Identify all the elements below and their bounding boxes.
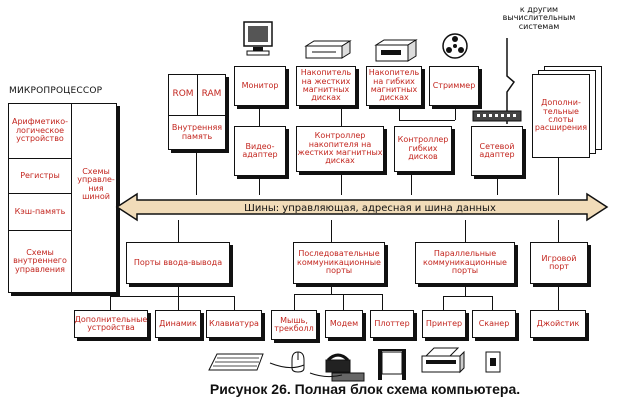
line bbox=[443, 296, 492, 297]
monitor-icon bbox=[243, 21, 273, 56]
fdd-box: Накопитель на гибких магнитных дисках bbox=[366, 66, 422, 106]
hdd-box: Накопитель на жестких магнитных дисках bbox=[296, 66, 356, 106]
mouse-box: Мышь, трекболл bbox=[271, 310, 317, 340]
network-adapter-box: Сетевой адаптер bbox=[471, 126, 523, 176]
bus-label: Шины: управляющая, адресная и шина данны… bbox=[244, 203, 496, 214]
io-ports-box: Порты ввода-вывода bbox=[126, 242, 230, 284]
joystick-icon bbox=[485, 351, 501, 373]
line bbox=[331, 284, 332, 294]
fdd-controller-box: Контроллер гибких дисков bbox=[394, 126, 452, 172]
line bbox=[558, 284, 559, 310]
speaker-box: Динамик bbox=[155, 310, 201, 338]
printer-box: Принтер bbox=[422, 310, 466, 338]
streamer-reel-icon bbox=[442, 33, 468, 59]
joystick-box: Джойстик bbox=[530, 310, 586, 338]
line bbox=[178, 296, 179, 310]
monitor-box: Монитор bbox=[234, 66, 286, 106]
line bbox=[465, 284, 466, 296]
scanner-box: Сканер bbox=[472, 310, 516, 338]
network-hub-icon bbox=[472, 110, 522, 122]
line bbox=[341, 106, 342, 126]
line bbox=[558, 150, 559, 195]
phone-icon bbox=[325, 353, 365, 382]
line bbox=[110, 296, 234, 297]
ram-box: RAM bbox=[197, 74, 226, 116]
line bbox=[343, 294, 344, 310]
line bbox=[399, 120, 455, 121]
internal-control-box: Схемы внутреннего управления bbox=[8, 230, 72, 293]
serial-ports-box: Последовательные коммуникационные порты bbox=[293, 242, 385, 284]
line bbox=[294, 294, 295, 310]
streamer-box: Стриммер bbox=[429, 66, 479, 106]
extra-devices-box: Дополнительные устройства bbox=[74, 310, 148, 338]
plotter-icon bbox=[378, 349, 406, 380]
modem-box: Модем bbox=[325, 310, 363, 338]
line bbox=[465, 220, 466, 242]
keyboard-box: Клавиатура bbox=[206, 310, 262, 338]
cache-box: Кэш-память bbox=[8, 193, 72, 231]
bus-control-label: Схемы управле-ния шиной bbox=[77, 167, 115, 202]
extra-slots-box: Дополни-тельные слоты расширения bbox=[532, 74, 590, 158]
line bbox=[411, 172, 412, 195]
line bbox=[178, 284, 179, 298]
line bbox=[497, 176, 498, 195]
alu-box: Арифметико-логическое устройство bbox=[8, 103, 72, 159]
line bbox=[294, 294, 382, 295]
cables-icon bbox=[269, 362, 343, 378]
registers-box: Регистры bbox=[8, 158, 72, 194]
printer-icon bbox=[421, 347, 465, 374]
remote-systems-label: к другим вычислительным системам bbox=[502, 5, 576, 31]
line bbox=[331, 220, 332, 242]
line bbox=[259, 176, 260, 195]
line bbox=[455, 106, 456, 120]
line bbox=[443, 296, 444, 310]
line bbox=[558, 220, 559, 242]
line bbox=[399, 106, 400, 120]
line bbox=[178, 220, 179, 242]
fdd-icon bbox=[374, 39, 418, 62]
line bbox=[382, 294, 383, 310]
line bbox=[196, 150, 197, 195]
hdd-icon bbox=[304, 40, 352, 59]
game-port-box: Игровой порт bbox=[530, 242, 588, 284]
line bbox=[341, 172, 342, 195]
line bbox=[234, 296, 235, 310]
figure-caption: Рисунок 26. Полная блок схема компьютера… bbox=[209, 381, 521, 397]
antenna-icon bbox=[506, 38, 516, 124]
internal-memory-box: Внутренняя память bbox=[168, 115, 226, 150]
rom-box: ROM bbox=[168, 74, 198, 116]
plotter-box: Плоттер bbox=[370, 310, 414, 338]
system-bus-arrow bbox=[115, 192, 609, 222]
line bbox=[259, 106, 260, 126]
hdd-controller-box: Контроллер накопителя на жестких магнитн… bbox=[296, 126, 384, 172]
video-adapter-box: Видео-адаптер bbox=[234, 126, 286, 176]
line bbox=[110, 296, 111, 310]
microprocessor-title: МИКРОПРОЦЕССОР bbox=[9, 86, 103, 96]
line bbox=[492, 296, 493, 310]
parallel-ports-box: Параллельные коммуникационные порты bbox=[415, 242, 515, 284]
keyboard-icon bbox=[208, 353, 264, 371]
